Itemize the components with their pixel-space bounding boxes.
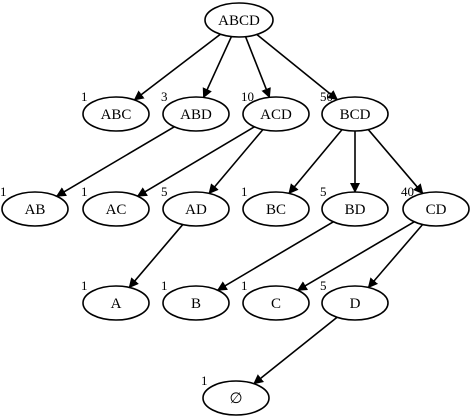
node-ellipse [242, 96, 310, 132]
node-ABCD: ABCD [204, 2, 274, 38]
node-ACD: ACD 10 [241, 89, 310, 132]
edge-CD-to-D [367, 224, 424, 289]
node-AD: AD 5 [161, 184, 230, 227]
node-ellipse [1, 191, 69, 227]
node-BD: BD 5 [320, 184, 389, 227]
edge-ABCD-to-ABC [133, 33, 221, 101]
node-label: AD [185, 202, 207, 218]
node-BCD: BCD 50 [320, 89, 389, 132]
node-A: A1 [81, 278, 150, 321]
node-label: AC [106, 202, 127, 218]
node-AC: AC 1 [81, 184, 150, 227]
node-ellipse [321, 191, 389, 227]
node-count: 5 [320, 278, 327, 293]
edge-D-to-EMPTY [253, 316, 338, 385]
edge-BCD-to-BC [288, 129, 343, 195]
node-count: 1 [241, 184, 248, 199]
node-ellipse [82, 285, 150, 321]
node-count: 1 [0, 184, 7, 199]
edge-ABCD-to-ACD [244, 36, 271, 99]
node-label: ABCD [218, 13, 260, 29]
node-ellipse [204, 2, 274, 38]
node-count: 1 [81, 278, 88, 293]
edges-layer [55, 33, 424, 385]
node-ellipse [202, 380, 270, 416]
node-ABC: ABC 1 [81, 89, 150, 132]
node-label: BC [266, 202, 286, 218]
node-count: 1 [161, 278, 168, 293]
node-label: D [350, 296, 361, 312]
node-label: A [111, 296, 122, 312]
node-count: 5 [161, 184, 168, 199]
node-AB: AB 1 [0, 184, 69, 227]
node-ellipse [162, 96, 230, 132]
node-label: ACD [260, 107, 292, 123]
node-ellipse [82, 96, 150, 132]
node-label: ∅ [229, 391, 242, 407]
node-label: AB [25, 202, 46, 218]
node-label: BD [345, 202, 366, 218]
node-ellipse [82, 191, 150, 227]
node-ellipse [162, 285, 230, 321]
node-label: BCD [340, 107, 371, 123]
edge-ACD-to-AC [136, 126, 255, 197]
node-EMPTY: ∅1 [201, 373, 270, 416]
edge-BD-to-B [216, 221, 334, 291]
node-count: 40 [401, 184, 414, 199]
node-ellipse [402, 191, 470, 227]
node-B: B1 [161, 278, 230, 321]
nodes-layer: ABCDABC1ABD3ACD10BCD50AB1AC1AD5BC1BD5CD4… [0, 2, 470, 416]
node-ABD: ABD 3 [161, 89, 230, 132]
edge-ABD-to-AB [55, 126, 175, 197]
node-count: 1 [81, 89, 88, 104]
node-count: 1 [81, 184, 88, 199]
node-ellipse [242, 285, 310, 321]
node-C: C1 [241, 278, 310, 321]
node-label: C [271, 296, 281, 312]
node-count: 50 [320, 89, 333, 104]
node-ellipse [162, 191, 230, 227]
node-count: 10 [241, 89, 254, 104]
node-count: 5 [320, 184, 327, 199]
edge-ABCD-to-BCD [256, 33, 339, 101]
node-label: ABC [101, 107, 132, 123]
node-BC: BC 1 [241, 184, 310, 227]
node-ellipse [321, 285, 389, 321]
edge-AD-to-A [128, 224, 184, 289]
node-ellipse [321, 96, 389, 132]
node-label: CD [426, 202, 447, 218]
node-label: B [191, 296, 201, 312]
edge-CD-to-C [296, 221, 415, 291]
node-count: 3 [161, 89, 168, 104]
node-CD: CD 40 [401, 184, 470, 227]
node-ellipse [242, 191, 310, 227]
node-count: 1 [241, 278, 248, 293]
edge-BCD-to-CD [367, 129, 424, 195]
node-count: 1 [201, 373, 208, 388]
edge-ACD-to-AD [208, 129, 264, 195]
node-label: ABD [180, 107, 212, 123]
edge-ABCD-to-ABD [202, 36, 233, 99]
node-D: D5 [320, 278, 389, 321]
